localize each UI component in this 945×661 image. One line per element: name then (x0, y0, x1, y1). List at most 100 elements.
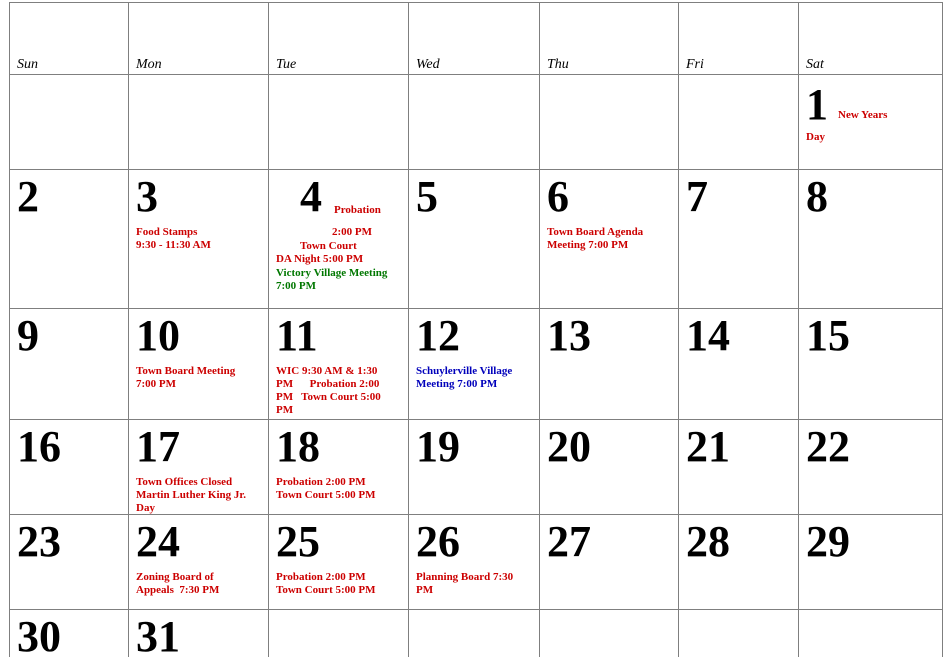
day-cell[interactable]: 9 (9, 314, 128, 419)
day-number: 11 (276, 311, 318, 360)
event-da-night: DA Night 5:00 PM (276, 253, 364, 265)
weekday-fri: Fri (686, 57, 704, 72)
day-cell[interactable]: 28 (678, 520, 798, 609)
day-number: 17 (136, 422, 180, 471)
grid-line (128, 2, 129, 657)
event-town-court: Town Court 5:00 PM (276, 584, 376, 596)
event-town-court-cont: PM Town Court 5:00 (276, 391, 381, 403)
day-cell[interactable]: 2 (9, 175, 128, 308)
day-cell[interactable]: 20 (539, 425, 678, 514)
day-number: 29 (806, 517, 850, 566)
day-cell[interactable]: 21 (678, 425, 798, 514)
event-probation: Probation 2:00 PM (276, 571, 366, 583)
event-schuylerville-village: Schuylerville Village (416, 365, 513, 377)
event-planning-board: Planning Board 7:30 (416, 571, 514, 583)
day-number: 19 (416, 422, 460, 471)
day-number: 23 (17, 517, 61, 566)
event-town-board-agenda-time: Meeting 7:00 PM (547, 239, 629, 251)
weekday-wed: Wed (416, 57, 440, 72)
day-cell[interactable]: 4 Probation 2:00 PM Town Court DA Night … (268, 175, 408, 308)
day-cell[interactable]: 27 (539, 520, 678, 609)
day-cell[interactable]: 24 Zoning Board of Appeals 7:30 PM (128, 520, 268, 609)
day-number: 15 (806, 311, 850, 360)
day-cell[interactable]: 3 Food Stamps 9:30 - 11:30 AM (128, 175, 268, 308)
day-number: 3 (136, 172, 158, 221)
day-cell[interactable]: 25 Probation 2:00 PM Town Court 5:00 PM (268, 520, 408, 609)
day-number: 6 (547, 172, 569, 221)
event-planning-board-cont: PM (416, 584, 434, 596)
day-cell[interactable]: 10 Town Board Meeting 7:00 PM (128, 314, 268, 419)
day-number: 5 (416, 172, 438, 221)
day-number: 1 (806, 80, 828, 129)
day-number: 24 (136, 517, 180, 566)
day-number: 7 (686, 172, 708, 221)
day-number: 9 (17, 311, 39, 360)
day-number: 13 (547, 311, 591, 360)
event-victory-village-time: 7:00 PM (276, 280, 317, 292)
day-number: 2 (17, 172, 39, 221)
day-number: 27 (547, 517, 591, 566)
day-cell[interactable]: 16 (9, 425, 128, 514)
day-cell[interactable]: 30 (9, 615, 128, 659)
day-cell[interactable]: 31 (128, 612, 268, 661)
grid-line (798, 2, 799, 657)
day-cell[interactable]: 15 (798, 314, 942, 419)
day-cell[interactable]: 29 (798, 520, 942, 609)
day-number: 31 (136, 612, 180, 661)
day-cell[interactable]: 22 (798, 425, 942, 514)
event-probation-time: 2:00 PM (332, 226, 373, 238)
day-number: 4 (300, 172, 322, 221)
day-cell[interactable]: 11 WIC 9:30 AM & 1:30 PM Probation 2:00 … (268, 314, 408, 419)
day-number: 28 (686, 517, 730, 566)
day-number: 18 (276, 422, 320, 471)
day-cell[interactable]: 1 New Years Day (798, 80, 942, 168)
day-cell[interactable]: 8 (798, 175, 942, 308)
day-number: 22 (806, 422, 850, 471)
event-town-court-end: PM (276, 404, 294, 416)
day-number: 21 (686, 422, 730, 471)
grid-line (9, 169, 943, 170)
day-cell[interactable]: 14 (678, 314, 798, 419)
weekday-thu: Thu (547, 57, 569, 72)
day-cell[interactable]: 13 (539, 314, 678, 419)
day-number: 16 (17, 422, 61, 471)
day-cell[interactable]: 18 Probation 2:00 PM Town Court 5:00 PM (268, 425, 408, 514)
grid-line (268, 2, 269, 657)
day-number: 12 (416, 311, 460, 360)
event-zoning-board: Zoning Board of (136, 571, 214, 583)
grid-line (9, 514, 943, 515)
weekday-sun: Sun (17, 57, 38, 72)
day-cell[interactable]: 26 Planning Board 7:30 PM (408, 520, 539, 609)
grid-line (9, 609, 943, 610)
event-town-court: Town Court (300, 240, 357, 252)
event-food-stamps-time: 9:30 - 11:30 AM (136, 239, 211, 251)
day-cell[interactable]: 6 Town Board Agenda Meeting 7:00 PM (539, 175, 678, 308)
day-cell[interactable]: 19 (408, 425, 539, 514)
event-wic: WIC 9:30 AM & 1:30 (276, 365, 378, 377)
event-town-board-meeting-time: 7:00 PM (136, 378, 177, 390)
day-cell[interactable]: 5 (408, 175, 539, 308)
event-town-court: Town Court 5:00 PM (276, 489, 376, 501)
event-mlk-day-cont: Day (136, 502, 155, 514)
grid-line (9, 74, 943, 75)
day-number: 8 (806, 172, 828, 221)
grid-line (9, 2, 943, 3)
day-number: 14 (686, 311, 730, 360)
grid-line (678, 2, 679, 657)
event-probation: Probation (334, 204, 381, 216)
event-town-board-agenda: Town Board Agenda (547, 226, 644, 238)
weekday-sat: Sat (806, 57, 824, 72)
day-number: 10 (136, 311, 180, 360)
grid-line (942, 2, 943, 657)
event-probation: Probation 2:00 PM (276, 476, 366, 488)
grid-line (539, 2, 540, 657)
event-new-years-cont: Day (806, 131, 825, 143)
day-cell[interactable]: 23 (9, 520, 128, 609)
day-cell[interactable]: 12 Schuylerville Village Meeting 7:00 PM (408, 314, 539, 419)
day-number: 26 (416, 517, 460, 566)
grid-line (9, 419, 943, 420)
day-cell[interactable]: 17 Town Offices Closed Martin Luther Kin… (128, 422, 268, 515)
day-cell[interactable]: 7 (678, 175, 798, 308)
day-number: 20 (547, 422, 591, 471)
day-number: 25 (276, 517, 320, 566)
